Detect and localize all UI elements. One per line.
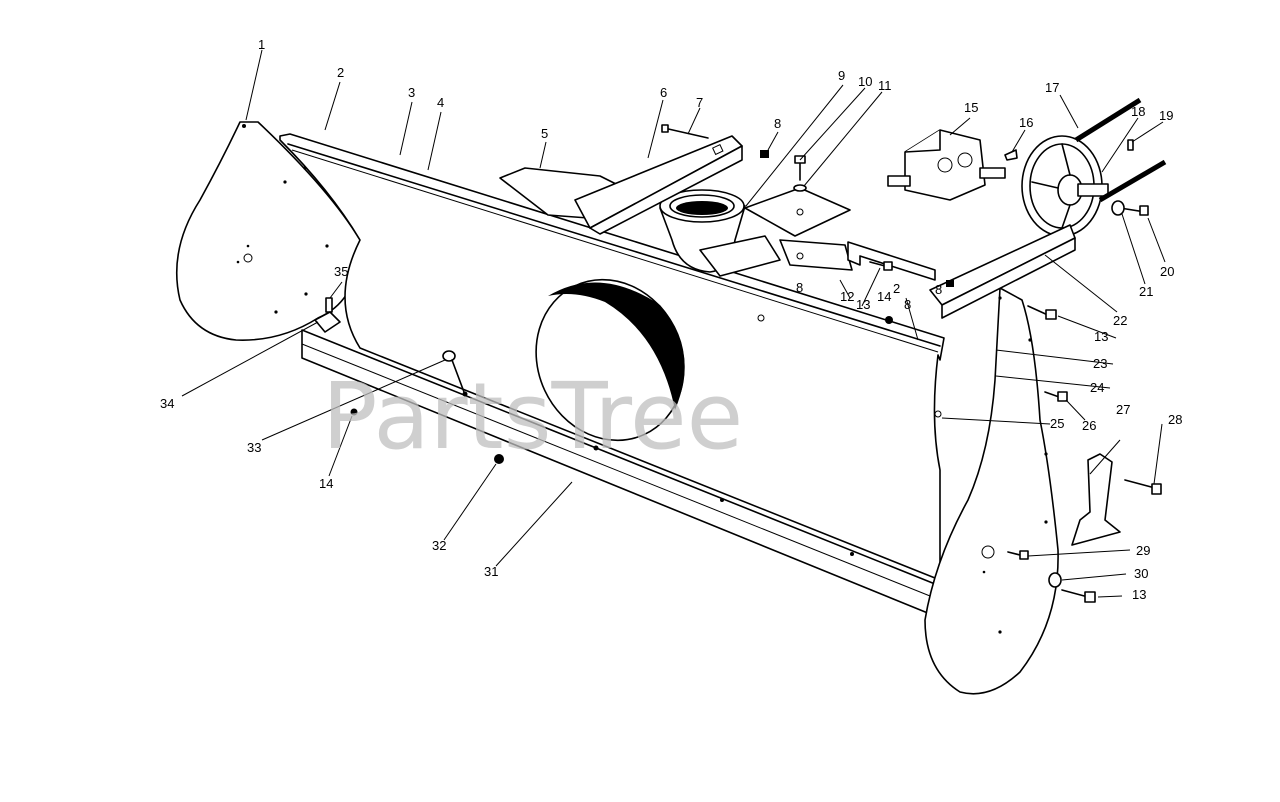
left-side-plate	[175, 121, 361, 341]
callout-9: 9	[838, 68, 845, 83]
chute-ring	[659, 189, 781, 277]
callout-15: 15	[964, 100, 978, 115]
callout-13c: 13	[1132, 587, 1146, 602]
callout-24: 24	[1090, 380, 1104, 395]
callout-25: 25	[1050, 416, 1064, 431]
callout-13b: 13	[1094, 329, 1108, 344]
callout-20: 20	[1160, 264, 1174, 279]
callout-31: 31	[484, 564, 498, 579]
callout-10: 10	[858, 74, 872, 89]
callout-22: 22	[1113, 313, 1127, 328]
callout-16: 16	[1019, 115, 1033, 130]
callout-32: 32	[432, 538, 446, 553]
callout-30: 30	[1134, 566, 1148, 581]
discharge-opening	[535, 278, 685, 442]
callout-labels: 1 2 3 4 5 6 7 8 8 9 10 11 15 16 17 18 19…	[160, 37, 1182, 602]
callout-13a: 13	[856, 297, 870, 312]
callout-26: 26	[1082, 418, 1096, 433]
callout-33: 33	[247, 440, 261, 455]
pulley	[1021, 135, 1109, 237]
callout-7: 7	[696, 95, 703, 110]
gear-box	[887, 129, 1006, 201]
callout-5: 5	[541, 126, 548, 141]
callout-18: 18	[1131, 104, 1145, 119]
frame-rail	[574, 135, 743, 235]
callout-34: 34	[160, 396, 174, 411]
small-bracket	[847, 241, 936, 281]
callout-35: 35	[334, 264, 348, 279]
callout-12: 12	[840, 289, 854, 304]
callout-19: 19	[1159, 108, 1173, 123]
callout-14b: 14	[319, 476, 333, 491]
callout-4: 4	[437, 95, 444, 110]
callout-14a: 14	[877, 289, 891, 304]
callout-11: 11	[878, 78, 892, 93]
callout-3: 3	[408, 85, 415, 100]
callout-2b: 2	[893, 281, 900, 296]
callout-8d: 8	[935, 282, 942, 297]
callout-29: 29	[1136, 543, 1150, 558]
callout-23: 23	[1093, 356, 1107, 371]
callout-8b: 8	[796, 280, 803, 295]
callout-28: 28	[1168, 412, 1182, 427]
watermark: PartsTree	[322, 363, 743, 470]
callout-27: 27	[1116, 402, 1130, 417]
mount-plate	[744, 187, 853, 271]
drive-belt	[1074, 97, 1167, 203]
foot-bracket	[1071, 453, 1121, 546]
support-arm	[929, 224, 1076, 319]
callout-1: 1	[258, 37, 265, 52]
callout-8c: 8	[904, 297, 911, 312]
callout-6: 6	[660, 85, 667, 100]
callout-8a: 8	[774, 116, 781, 131]
right-side-plate	[924, 287, 1059, 695]
callout-21: 21	[1139, 284, 1153, 299]
callout-2: 2	[337, 65, 344, 80]
callout-17: 17	[1045, 80, 1059, 95]
leader-lines	[181, 49, 1166, 598]
